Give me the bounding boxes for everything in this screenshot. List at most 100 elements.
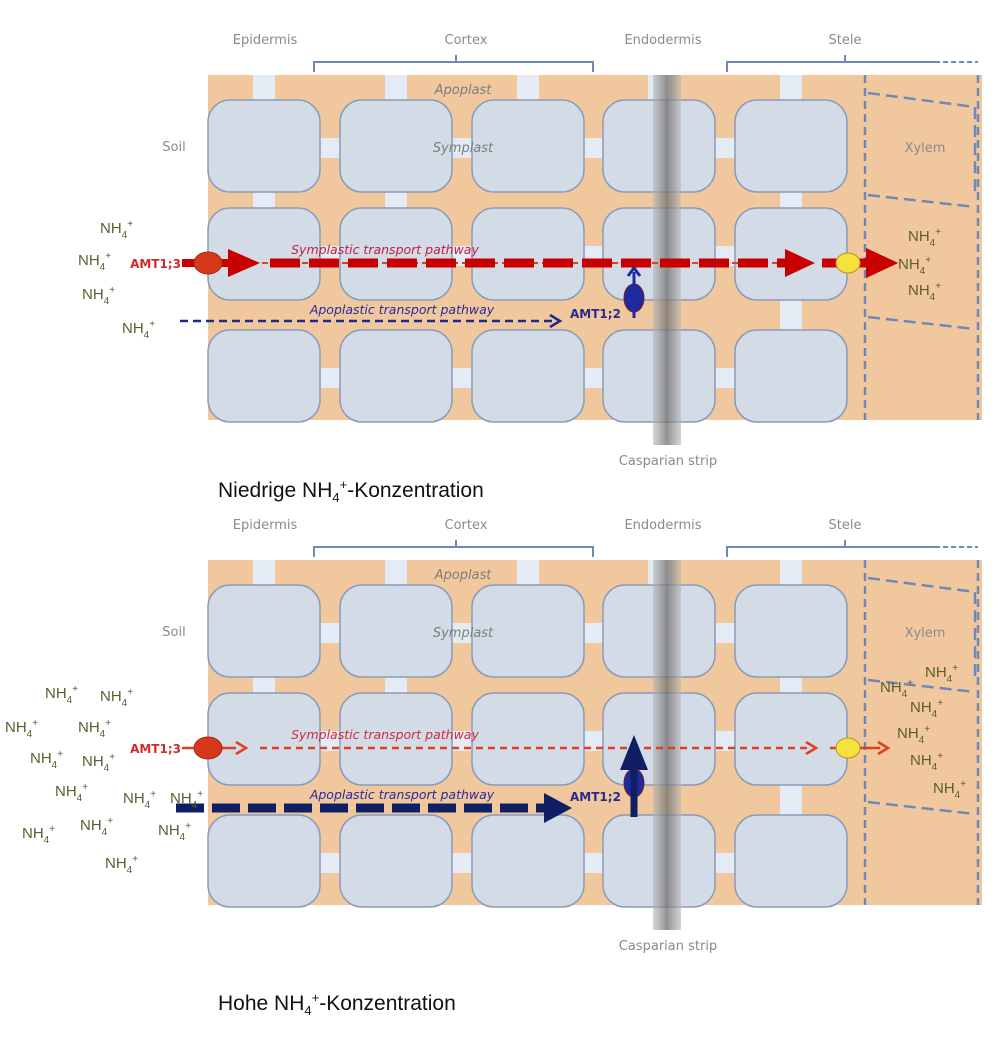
cell xyxy=(471,814,585,908)
soil-label: Soil xyxy=(162,625,185,640)
xylem-ammonium-ion: NH4+ xyxy=(908,227,941,249)
soil-ammonium-ion: NH4+ xyxy=(122,319,155,341)
cell xyxy=(734,584,848,678)
soil-ammonium-ion: NH4+ xyxy=(78,251,111,273)
soil-ammonium-ion: NH4+ xyxy=(55,782,88,804)
plasmodesma xyxy=(318,138,344,158)
cell xyxy=(339,814,453,908)
stele-boundary xyxy=(863,560,980,905)
caption-suffix: -Konzentration xyxy=(347,479,484,502)
tissue-label-cortex: Cortex xyxy=(445,33,488,48)
soil-ammonium-ion: NH4+ xyxy=(123,789,156,811)
xylem-loading-arrow-head-overlay xyxy=(866,248,898,278)
xylem-ammonium-ion: NH4+ xyxy=(910,698,943,720)
plasmodesma xyxy=(318,368,344,388)
plasmodesma xyxy=(713,731,739,751)
plasmodesma xyxy=(253,75,275,103)
soil-ammonium-ion: NH4+ xyxy=(100,219,133,241)
cortex-bracket xyxy=(313,55,594,72)
symplastic-pathway-arrow-head xyxy=(785,249,815,277)
casparian-strip xyxy=(653,560,681,930)
plasmodesma xyxy=(318,731,344,751)
amt13-label: AMT1;3 xyxy=(130,257,181,271)
casparian-strip-label: Casparian strip xyxy=(619,454,717,469)
plasmodesma xyxy=(582,368,608,388)
cell xyxy=(207,584,321,678)
caption-low: Niedrige NH4+-Konzentration xyxy=(218,477,484,505)
symplastic-pathway-label: Symplastic transport pathway xyxy=(291,242,479,257)
xylem-ammonium-ion: NH4+ xyxy=(925,663,958,685)
cell xyxy=(339,207,453,301)
soil-ammonium-ion: NH4+ xyxy=(30,749,63,771)
stele-bracket xyxy=(726,540,935,557)
amt13-label: AMT1;3 xyxy=(130,742,181,756)
plasmodesma xyxy=(713,138,739,158)
xylem-ammonium-ion: NH4+ xyxy=(897,724,930,746)
stele-boundary xyxy=(863,75,980,420)
plasmodesma xyxy=(517,75,539,103)
soil-ammonium-ion: NH4+ xyxy=(170,789,203,811)
caption-prefix: Hohe NH xyxy=(218,992,305,1015)
stele-bracket xyxy=(726,55,935,72)
soil-ammonium-ion: NH4+ xyxy=(78,718,111,740)
caption-sup: + xyxy=(311,990,320,1005)
xylem-label: Xylem xyxy=(905,626,946,641)
cell xyxy=(734,692,848,786)
cell xyxy=(471,584,585,678)
symplastic-pathway-label: Symplastic transport pathway xyxy=(291,727,479,742)
caption-suffix: -Konzentration xyxy=(319,992,456,1015)
cortex-bracket xyxy=(313,540,594,557)
apoplast-label: Apoplast xyxy=(434,568,493,583)
plasmodesma xyxy=(450,853,476,873)
tissue-label-cortex: Cortex xyxy=(445,518,488,533)
symplastic-pathway-arrow-head xyxy=(805,740,819,756)
apoplast-label: Apoplast xyxy=(434,83,493,98)
cell xyxy=(339,329,453,423)
xylem-loading-arrow-head xyxy=(877,740,891,756)
symplast-label: Symplast xyxy=(433,141,494,156)
plasmodesma xyxy=(780,560,802,588)
cell xyxy=(734,99,848,193)
soil-label: Soil xyxy=(162,140,185,155)
soil-ammonium-ion: NH4+ xyxy=(80,816,113,838)
symplast-label: Symplast xyxy=(433,626,494,641)
apoplastic-pathway-arrow-head xyxy=(544,793,572,823)
tissue-label-endodermis: Endodermis xyxy=(624,33,701,48)
soil-ammonium-ion: NH4+ xyxy=(45,684,78,706)
cell xyxy=(339,692,453,786)
caption-prefix: Niedrige NH xyxy=(218,479,333,502)
symplastic-entry-arrow-head xyxy=(235,740,249,756)
apoplastic-pathway-arrow-head xyxy=(549,313,563,329)
amt12-label: AMT1;2 xyxy=(570,307,621,321)
soil-ammonium-ion: NH4+ xyxy=(22,824,55,846)
soil-ammonium-ion: NH4+ xyxy=(100,687,133,709)
cell xyxy=(471,692,585,786)
cell xyxy=(734,814,848,908)
plasmodesma xyxy=(713,368,739,388)
xylem-ammonium-ion: NH4+ xyxy=(933,779,966,801)
plasmodesma xyxy=(713,853,739,873)
plasmodesma xyxy=(253,560,275,588)
caption-high: Hohe NH4+-Konzentration xyxy=(218,990,456,1018)
soil-ammonium-ion: NH4+ xyxy=(158,821,191,843)
cell xyxy=(734,329,848,423)
plasmodesma xyxy=(517,560,539,588)
xylem-vessel-outline xyxy=(867,576,977,816)
caption-sub: 4 xyxy=(332,490,340,506)
xylem-ammonium-ion: NH4+ xyxy=(880,678,913,700)
tissue-label-endodermis: Endodermis xyxy=(624,518,701,533)
caption-sup: + xyxy=(339,477,348,492)
plasmodesma xyxy=(582,138,608,158)
plasmodesma xyxy=(385,75,407,103)
apoplastic-pathway-label: Apoplastic transport pathway xyxy=(309,787,495,802)
tissue-label-stele: Stele xyxy=(829,33,862,48)
plasmodesma xyxy=(318,623,344,643)
soil-ammonium-ion: NH4+ xyxy=(5,718,38,740)
plasmodesma xyxy=(713,623,739,643)
xylem-ammonium-ion: NH4+ xyxy=(898,255,931,277)
cell xyxy=(471,207,585,301)
amt12-uptake-arrow-head xyxy=(626,265,642,277)
cell xyxy=(207,99,321,193)
